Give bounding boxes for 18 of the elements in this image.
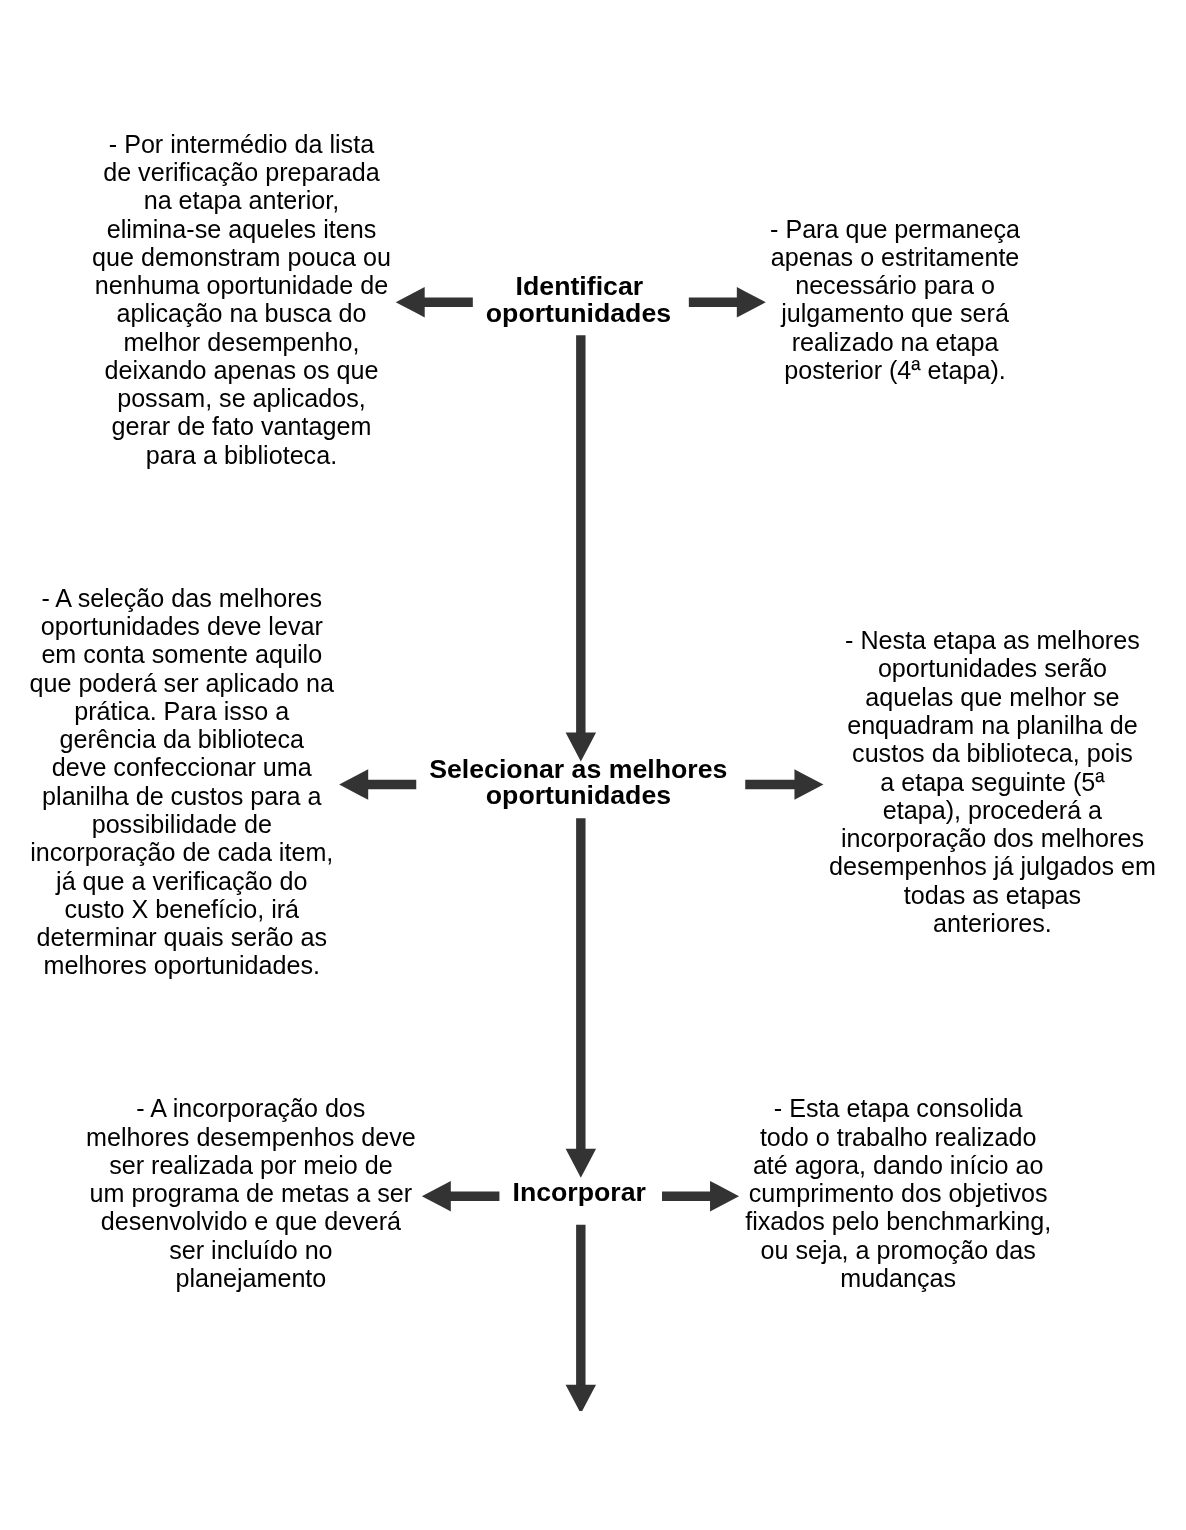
- arrow: [745, 768, 824, 800]
- node-text: Incorporar: [512, 1176, 646, 1207]
- arrow: [565, 334, 597, 762]
- node-text: - Por intermédio da lista de verificação preparada na etapa anterior, elimina-se aqueles itens que demonstram pouca ou nenhuma oportunidade de aplicação na busca do melhor desempenho, deixando apenas os que possam, se aplicados, gerar de fato vantagem para a biblioteca.: [92, 129, 391, 469]
- arrow: [688, 286, 766, 317]
- arrow: [421, 1180, 500, 1211]
- arrow: [395, 286, 473, 317]
- node-text: - A seleção das melhores oportunidades deve levar em conta somente aquilo que poderá ser aplicado na prática. Para isso a gerência da biblioteca deve confeccionar uma planilha de custos para a possibilidade de incorporação de cada item, já que a verificação do custo X benefício, irá determinar quais serão as melhores oportunidades.: [29, 583, 335, 979]
- node-text: - A incorporação dos melhores desempenhos deve ser realizada por meio de um programa de metas a ser desenvolvido e que deverá ser incluído no planejamento: [86, 1093, 416, 1292]
- node-text: Selecionar as melhores oportunidades: [429, 753, 728, 810]
- node-text: Identificar oportunidades: [485, 270, 672, 328]
- arrow: [339, 768, 417, 800]
- node-text: - Nesta etapa as melhores oportunidades serão aquelas que melhor se enquadram na planilha de custos da biblioteca, pois a etapa seguinte (5ª etapa), procederá a incorporação dos melhores desempenhos já julgados em todas as etapas anteriores.: [829, 625, 1156, 937]
- arrow: [565, 1224, 597, 1411]
- arrow: [662, 1180, 740, 1211]
- node-text: - Esta etapa consolida todo o trabalho realizado até agora, dando início ao cumprimento dos objetivos fixados pelo benchmarking, ou seja, a promoção das mudanças: [745, 1093, 1052, 1292]
- arrow: [565, 817, 597, 1178]
- node-text: - Para que permaneça apenas o estritamente necessário para o julgamento que será realizado na etapa posterior (4ª etapa).: [770, 214, 1021, 384]
